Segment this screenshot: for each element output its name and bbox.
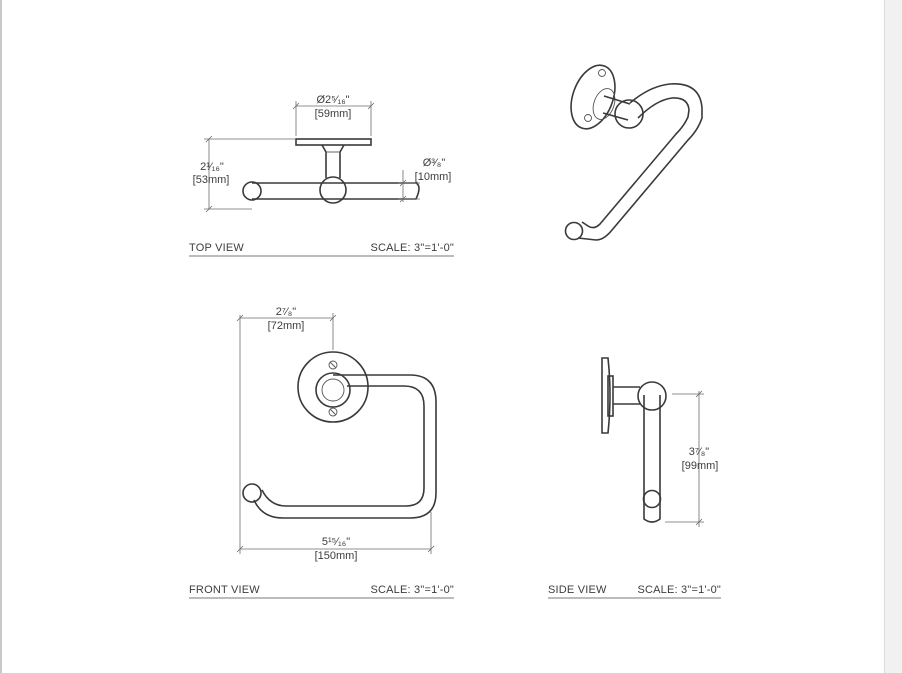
side-view: 3⁷⁄₈" [99mm] SIDE VIEW SCALE: 3"=1'-0" [548,357,721,599]
side-center-ball [637,381,667,411]
top-center-ball [319,176,347,204]
iso-end-ball [564,221,584,241]
dim-width: 5¹⁵⁄₁₆" [150mm] [236,315,435,562]
iso-rod-inner [581,97,690,229]
top-view-scale: SCALE: 3"=1'-0" [370,242,454,254]
flange-dia-label: Ø2⁵⁄₁₆" [316,94,349,106]
projection-mm-label: [53mm] [193,174,230,186]
offset-label: 2⁷⁄₈" [276,306,296,318]
side-rod [643,395,661,523]
dim-drop: 3⁷⁄₈" [99mm] [665,390,719,527]
flange-dia-mm-label: [59mm] [315,108,352,120]
rod-dia-mm-label: [10mm] [415,171,452,183]
front-view: 2⁷⁄₈" [72mm] 5¹⁵⁄₁₆" [150mm] FRONT VIEW … [189,306,454,599]
dim-offset: 2⁷⁄₈" [72mm] [236,306,337,350]
width-mm-label: [150mm] [315,550,358,562]
front-end-ball [242,483,262,503]
iso-center-ball [614,99,644,129]
left-frame-edge [0,0,2,673]
side-view-scale: SCALE: 3"=1'-0" [637,584,721,596]
front-view-scale: SCALE: 3"=1'-0" [370,584,454,596]
drop-label: 3⁷⁄₈" [689,446,709,458]
projection-label: 2¹⁄₁₆" [200,161,224,173]
front-rod-inner [261,385,425,507]
top-view: Ø2⁵⁄₁₆" [59mm] 2¹⁄₁₆" [53mm] Ø³⁄₈" [10mm… [189,94,454,257]
top-view-caption: TOP VIEW [189,242,244,254]
top-stem [321,144,345,178]
width-label: 5¹⁵⁄₁₆" [322,536,350,548]
dim-projection: 2¹⁄₁₆" [53mm] [193,135,295,213]
side-view-caption: SIDE VIEW [548,584,607,596]
side-flange [601,357,611,434]
top-flange-plate [295,138,372,146]
offset-mm-label: [72mm] [268,320,305,332]
front-center-ball [315,372,351,408]
top-rod-end-ball [242,181,262,201]
side-flange-boss [607,375,614,417]
side-end-ball [642,489,662,509]
dim-flange-diameter: Ø2⁵⁄₁₆" [59mm] [292,94,375,136]
drop-mm-label: [99mm] [682,460,719,472]
front-flange [297,351,369,423]
side-stem [613,386,640,405]
dim-rod-diameter: Ø³⁄₈" [10mm] [398,157,452,203]
top-rod [252,182,420,200]
front-view-caption: FRONT VIEW [189,584,260,596]
iso-flange [570,64,616,130]
right-scroll-strip [884,0,902,673]
rod-dia-label: Ø³⁄₈" [423,157,446,169]
iso-view [564,64,703,241]
front-rod-outer [253,374,437,519]
iso-rod-outer [577,83,703,241]
